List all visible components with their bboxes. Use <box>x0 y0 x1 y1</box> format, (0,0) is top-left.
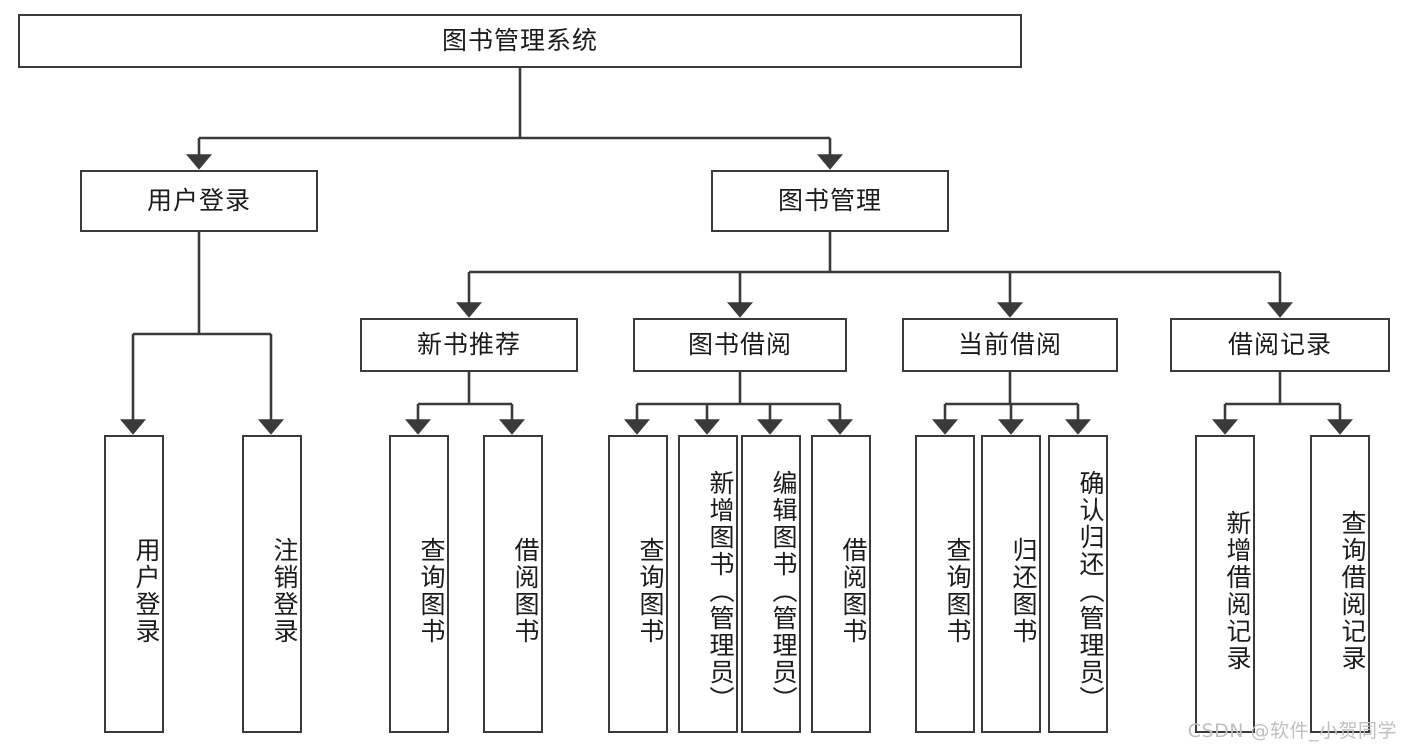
leaf-label: 查询图书 <box>417 537 446 645</box>
leaf-label: 新增图书（管理员） <box>706 469 735 713</box>
leaf-label: 注销登录 <box>270 537 299 645</box>
node-new-book-recommend[interactable]: 新书推荐 <box>360 318 578 372</box>
leaf-query-book-current[interactable]: 查询图书 <box>915 435 975 733</box>
leaf-borrow-book[interactable]: 借阅图书 <box>811 435 871 733</box>
node-root[interactable]: 图书管理系统 <box>18 14 1022 68</box>
node-user-login[interactable]: 用户登录 <box>80 170 318 232</box>
leaf-label: 查询图书 <box>943 537 972 645</box>
leaf-label: 归还图书 <box>1009 537 1038 645</box>
leaf-label: 查询图书 <box>636 537 665 645</box>
leaf-label: 借阅图书 <box>511 537 540 645</box>
leaf-query-borrow-record[interactable]: 查询借阅记录 <box>1310 435 1370 733</box>
leaf-query-book-borrow[interactable]: 查询图书 <box>608 435 668 733</box>
leaf-borrow-book-recommend[interactable]: 借阅图书 <box>483 435 543 733</box>
node-book-borrow[interactable]: 图书借阅 <box>633 318 847 372</box>
leaf-confirm-return-admin[interactable]: 确认归还（管理员） <box>1048 435 1108 733</box>
leaf-label: 新增借阅记录 <box>1223 510 1252 672</box>
leaf-add-borrow-record[interactable]: 新增借阅记录 <box>1195 435 1255 733</box>
leaf-label: 查询借阅记录 <box>1338 510 1367 672</box>
node-borrow-record[interactable]: 借阅记录 <box>1170 318 1390 372</box>
leaf-user-login[interactable]: 用户登录 <box>104 435 164 733</box>
leaf-return-book[interactable]: 归还图书 <box>981 435 1041 733</box>
node-current-borrow[interactable]: 当前借阅 <box>902 318 1118 372</box>
leaf-label: 编辑图书（管理员） <box>769 469 798 713</box>
node-book-management[interactable]: 图书管理 <box>711 170 949 232</box>
leaf-logout[interactable]: 注销登录 <box>242 435 302 733</box>
leaf-edit-book-admin[interactable]: 编辑图书（管理员） <box>741 435 801 733</box>
leaf-label: 借阅图书 <box>839 537 868 645</box>
leaf-add-book-admin[interactable]: 新增图书（管理员） <box>678 435 738 733</box>
leaf-label: 用户登录 <box>132 537 161 645</box>
leaf-query-book-recommend[interactable]: 查询图书 <box>389 435 449 733</box>
csdn-watermark: CSDN @软件_小贺同学 <box>1187 720 1397 742</box>
leaf-label: 确认归还（管理员） <box>1076 469 1105 713</box>
